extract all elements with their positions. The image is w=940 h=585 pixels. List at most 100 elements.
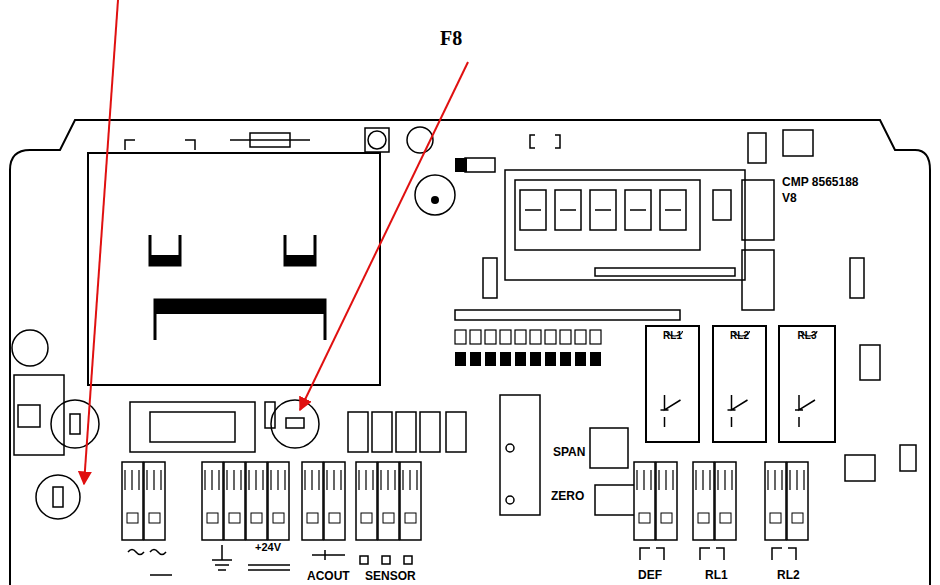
terminal-screw	[307, 513, 318, 523]
dip-switch	[545, 330, 556, 344]
transformer-pin	[285, 255, 315, 265]
terminal	[246, 462, 267, 540]
ground-symbol	[212, 545, 232, 570]
terminal-screw	[792, 513, 803, 523]
terminal-screw	[361, 513, 372, 523]
terminal	[693, 462, 714, 540]
diode-lead	[230, 139, 310, 141]
digit-outline	[590, 190, 616, 230]
jumper	[713, 190, 731, 220]
digit-outline	[625, 190, 651, 230]
terminal-clamp	[327, 470, 341, 490]
dip-switch	[575, 352, 586, 366]
terminal-screw	[229, 513, 240, 523]
relay-label: RL2	[714, 330, 765, 341]
transformer-pin	[155, 300, 325, 340]
digit-outline	[520, 190, 546, 230]
relay-contact	[795, 395, 815, 427]
component-outline	[845, 455, 875, 481]
relay-contact	[728, 395, 748, 427]
relay-symbol	[714, 327, 765, 441]
dip-switch	[455, 352, 466, 366]
digit-outline	[660, 190, 686, 230]
small-part	[420, 412, 440, 452]
filter-capacitor	[130, 402, 255, 452]
dip-switch	[590, 330, 601, 344]
terminal-clamp	[147, 470, 161, 490]
dip-switch	[470, 352, 481, 366]
small-part	[265, 402, 275, 428]
terminal-screw	[207, 513, 218, 523]
terminal-clamp	[271, 470, 285, 490]
terminal	[765, 462, 786, 540]
dc-symbol	[248, 565, 290, 570]
terminal-symbols	[128, 545, 796, 575]
terminal-screw	[383, 513, 394, 523]
capacitor-mark	[431, 196, 439, 204]
board-marking: RL2	[777, 569, 800, 581]
dip-switch	[560, 352, 571, 366]
component-outline	[595, 485, 635, 515]
dip-switches	[455, 330, 601, 366]
terminal-blocks	[122, 462, 808, 540]
terminal-clamp	[403, 470, 417, 490]
board-marking: SPAN	[553, 446, 585, 458]
transformer-pin	[155, 300, 325, 314]
component-outline	[530, 135, 560, 148]
terminal	[656, 462, 677, 540]
fuse	[70, 414, 80, 434]
terminal	[324, 462, 345, 540]
terminal-screw	[720, 513, 731, 523]
component-outline	[900, 445, 916, 471]
terminal-clamp	[381, 470, 395, 490]
component-outline	[125, 140, 195, 150]
dip-switch	[530, 352, 541, 366]
small-part	[348, 412, 368, 452]
terminal	[356, 462, 377, 540]
display-outline	[515, 180, 700, 250]
relay-coil	[801, 331, 817, 336]
component-outline	[465, 158, 495, 172]
board-marking: DEF	[638, 569, 662, 581]
relay-coil	[667, 331, 683, 336]
terminal	[302, 462, 323, 540]
component-outline	[590, 428, 628, 468]
terminal-screw	[251, 513, 262, 523]
terminal	[787, 462, 808, 540]
ic-outline	[742, 250, 774, 310]
terminal-clamp	[305, 470, 319, 490]
contact-symbol	[772, 548, 796, 560]
sensor-symbol	[360, 556, 412, 564]
small-part	[446, 412, 466, 452]
trimmer	[506, 444, 514, 452]
led-symbol	[368, 131, 386, 149]
varistor	[14, 375, 64, 455]
capacitor-symbol	[407, 127, 433, 153]
fuse-holder	[36, 475, 80, 519]
fuse	[286, 418, 304, 428]
trimmer	[506, 496, 514, 504]
terminal-clamp	[790, 470, 804, 490]
fuse-holder	[51, 400, 99, 448]
ac-symbol	[128, 550, 144, 555]
component-pad	[18, 405, 40, 427]
terminal-clamp	[659, 470, 673, 490]
led-pad	[365, 128, 389, 152]
component-outline	[860, 345, 880, 380]
terminal	[144, 462, 165, 540]
terminal	[268, 462, 289, 540]
terminal-screw	[698, 513, 709, 523]
digit-segment	[595, 209, 611, 211]
dip-switch	[545, 352, 556, 366]
terminal-clamp	[125, 470, 139, 490]
relay-symbol	[780, 327, 834, 441]
board-marking: V8	[782, 192, 797, 204]
contact-symbol	[700, 548, 724, 560]
filter-capacitor	[150, 412, 235, 442]
board-marking: SENSOR	[365, 570, 416, 582]
terminal	[634, 462, 655, 540]
header-strip	[455, 310, 680, 320]
callout-label: F8	[440, 28, 462, 48]
contact-symbol	[640, 548, 664, 560]
component-outline	[455, 158, 467, 172]
